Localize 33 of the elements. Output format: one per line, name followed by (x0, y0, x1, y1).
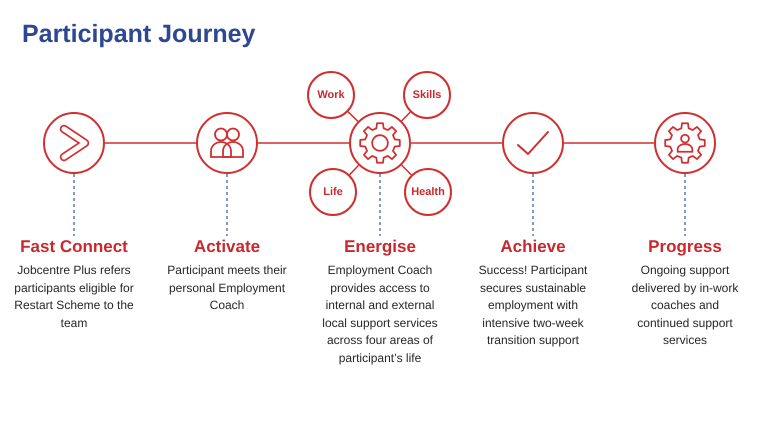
connector-line (401, 164, 412, 176)
topic-circle (309, 168, 357, 216)
page-title: Participant Journey (22, 19, 256, 50)
topic-label: Skills (412, 88, 442, 102)
connector-line (401, 112, 411, 122)
topic-label: Life (323, 186, 343, 198)
topic-label: Work (317, 88, 345, 102)
dashed-line (532, 174, 534, 236)
connector-line (105, 142, 196, 144)
step-description: Jobcentre Plus refers participants eligible for Restart Scheme to the team (13, 262, 135, 332)
step-heading: Progress (648, 236, 722, 258)
topic-circle (404, 168, 452, 216)
dashed-line (226, 174, 228, 236)
connector-line (411, 142, 502, 144)
dashed-line (379, 174, 381, 236)
step-heading: Fast Connect (20, 236, 128, 258)
topic-circle (307, 71, 355, 119)
step-description: Participant meets their personal Employment Coach (166, 262, 288, 314)
dashed-line (684, 174, 686, 236)
step-heading: Achieve (500, 236, 566, 258)
connector-line (258, 142, 349, 144)
connector-line (564, 142, 654, 144)
step-description: Ongoing support delivered by in-work coaches and continued support services (630, 262, 740, 349)
step-description: Success! Participant secures sustainable employment with intensive two-week transition support (478, 262, 588, 349)
step-heading: Activate (194, 236, 260, 258)
dashed-line (73, 174, 75, 236)
topic-circle (403, 71, 451, 119)
step-description: Employment Coach provides access to internal and external local support services across four areas of participant’s life (321, 262, 439, 366)
topic-label: Health (411, 186, 445, 198)
connector-line (348, 111, 358, 122)
step-heading: Energise (344, 236, 416, 258)
connector-line (349, 164, 360, 176)
step-circle (349, 112, 411, 174)
